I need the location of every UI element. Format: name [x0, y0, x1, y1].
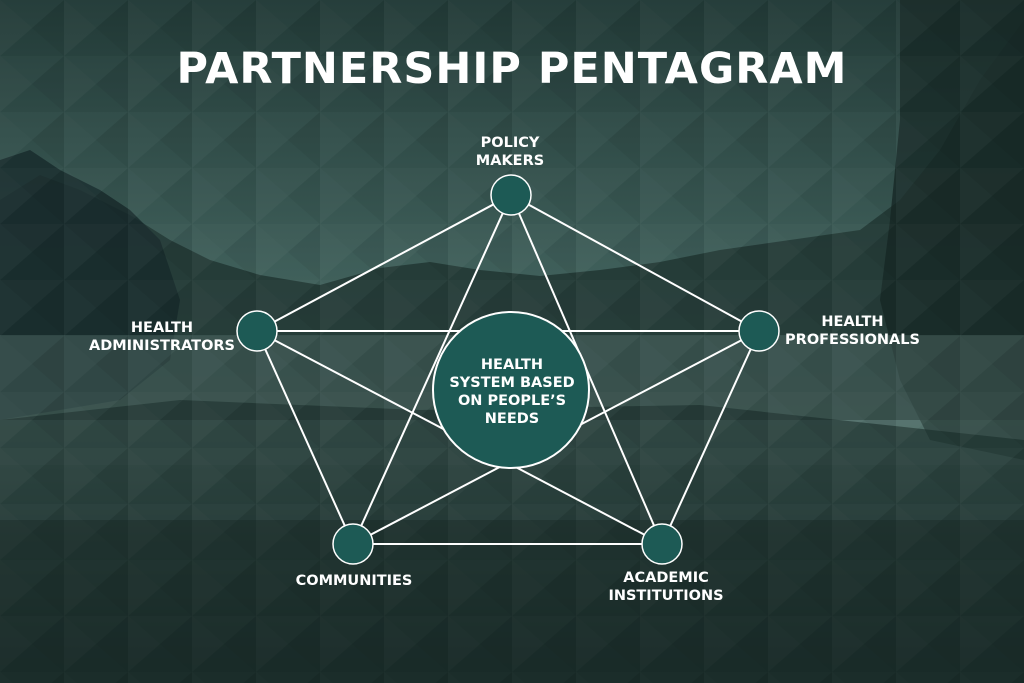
edge-policy-makers-health-administrators — [256, 194, 512, 332]
node-circle-health-administrators — [236, 310, 278, 352]
edge-communities-health-administrators — [256, 330, 354, 545]
node-circle-academic-institutions — [641, 523, 683, 565]
node-circle-communities — [332, 523, 374, 565]
node-label-policy-makers: POLICY MAKERS — [475, 135, 545, 169]
node-label-academic-institutions: ACADEMIC INSTITUTIONS — [608, 570, 724, 604]
node-label-health-professionals: HEALTH PROFESSIONALS — [785, 314, 920, 348]
center-node-label: HEALTH SYSTEM BASED ON PEOPLE’S NEEDS — [449, 357, 575, 427]
node-circle-health-professionals — [738, 310, 780, 352]
edge-policy-makers-communities — [352, 194, 512, 545]
center-node — [432, 311, 590, 469]
edge-policy-makers-health-professionals — [510, 194, 760, 332]
node-label-health-administrators: HEALTH ADMINISTRATORS — [88, 320, 236, 354]
node-label-communities: COMMUNITIES — [295, 573, 413, 589]
node-circle-policy-makers — [490, 174, 532, 216]
outer-nodes — [236, 174, 780, 565]
center-node-circle — [432, 311, 590, 469]
edge-health-professionals-academic-institutions — [661, 330, 760, 545]
diagram-title: PARTNERSHIP PENTAGRAM — [176, 44, 848, 94]
